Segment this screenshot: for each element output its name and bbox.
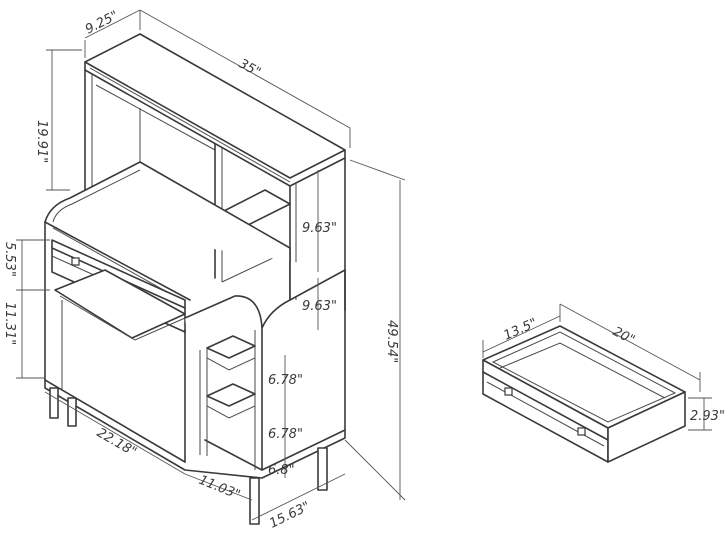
label-drawer-height: 2.93" — [690, 409, 724, 424]
drawer-detail-drawing — [482, 303, 712, 463]
label-total-height: 49.54" — [384, 320, 399, 363]
counter-top — [44, 161, 346, 301]
label-hutch-height: 19.91" — [34, 120, 49, 163]
leg-front-left — [49, 387, 59, 419]
label-base-depth: 15.63" — [267, 499, 312, 531]
side-section-panel — [184, 295, 263, 471]
leg-back-right — [317, 447, 328, 491]
drawer-detail-handle-rail — [482, 371, 609, 441]
open-shelf — [54, 269, 186, 339]
label-drawer-width: 20" — [610, 324, 637, 348]
drawer-detail-knob-right — [577, 427, 586, 436]
label-hutch-depth: 9.25" — [83, 8, 121, 37]
label-lower-cubby-height: 9.63" — [302, 299, 337, 314]
label-drawer-front-height: 5.53" — [2, 242, 17, 277]
side-shelf-2 — [206, 383, 256, 407]
cabinet-drawing — [44, 33, 346, 525]
cabinet-base-edge — [44, 379, 346, 479]
drawer-knob-left — [71, 257, 80, 266]
label-bottom-shelf-height: 6.8" — [268, 463, 295, 478]
label-open-shelf-height: 11.31" — [2, 302, 17, 345]
drawer-detail-knob-left — [504, 387, 513, 396]
side-shelf-1 — [206, 335, 256, 359]
label-shelf-height-1: 6.78" — [268, 373, 303, 388]
dimension-lines — [16, 9, 406, 521]
label-upper-cubby-height: 9.63" — [302, 221, 337, 236]
leg-back-left — [67, 397, 77, 427]
drawer-side-face — [607, 391, 686, 463]
label-shelf-height-2: 6.78" — [268, 427, 303, 442]
leg-front-right — [249, 477, 260, 525]
label-side-section-width: 11.03" — [197, 473, 243, 503]
